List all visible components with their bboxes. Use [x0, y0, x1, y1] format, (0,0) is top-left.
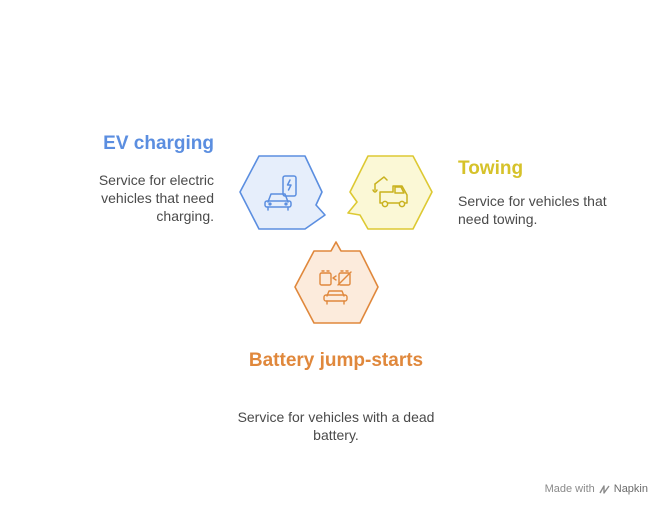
battery-jump-starts-title: Battery jump-starts — [248, 350, 424, 371]
towing-description: Service for vehicles that need towing. — [458, 193, 607, 227]
battery-jump-starts-hexagon — [294, 241, 379, 324]
ev-charging-car-icon — [264, 175, 297, 211]
battery-jump-car-icon — [319, 270, 352, 305]
made-with-label: Made with — [544, 483, 595, 495]
tow-truck-icon — [372, 176, 408, 208]
napkin-logo-icon — [599, 484, 610, 494]
towing-title: Towing — [458, 158, 524, 179]
ev-charging-description: Service for electric vehicles that need … — [98, 172, 214, 224]
ev-charging-title: EV charging — [103, 133, 214, 154]
napkin-brand-label: Napkin — [613, 483, 648, 495]
napkin-watermark[interactable]: Made with Napkin — [545, 483, 648, 495]
battery-jump-starts-description: Service for vehicles with a dead battery… — [237, 409, 435, 443]
